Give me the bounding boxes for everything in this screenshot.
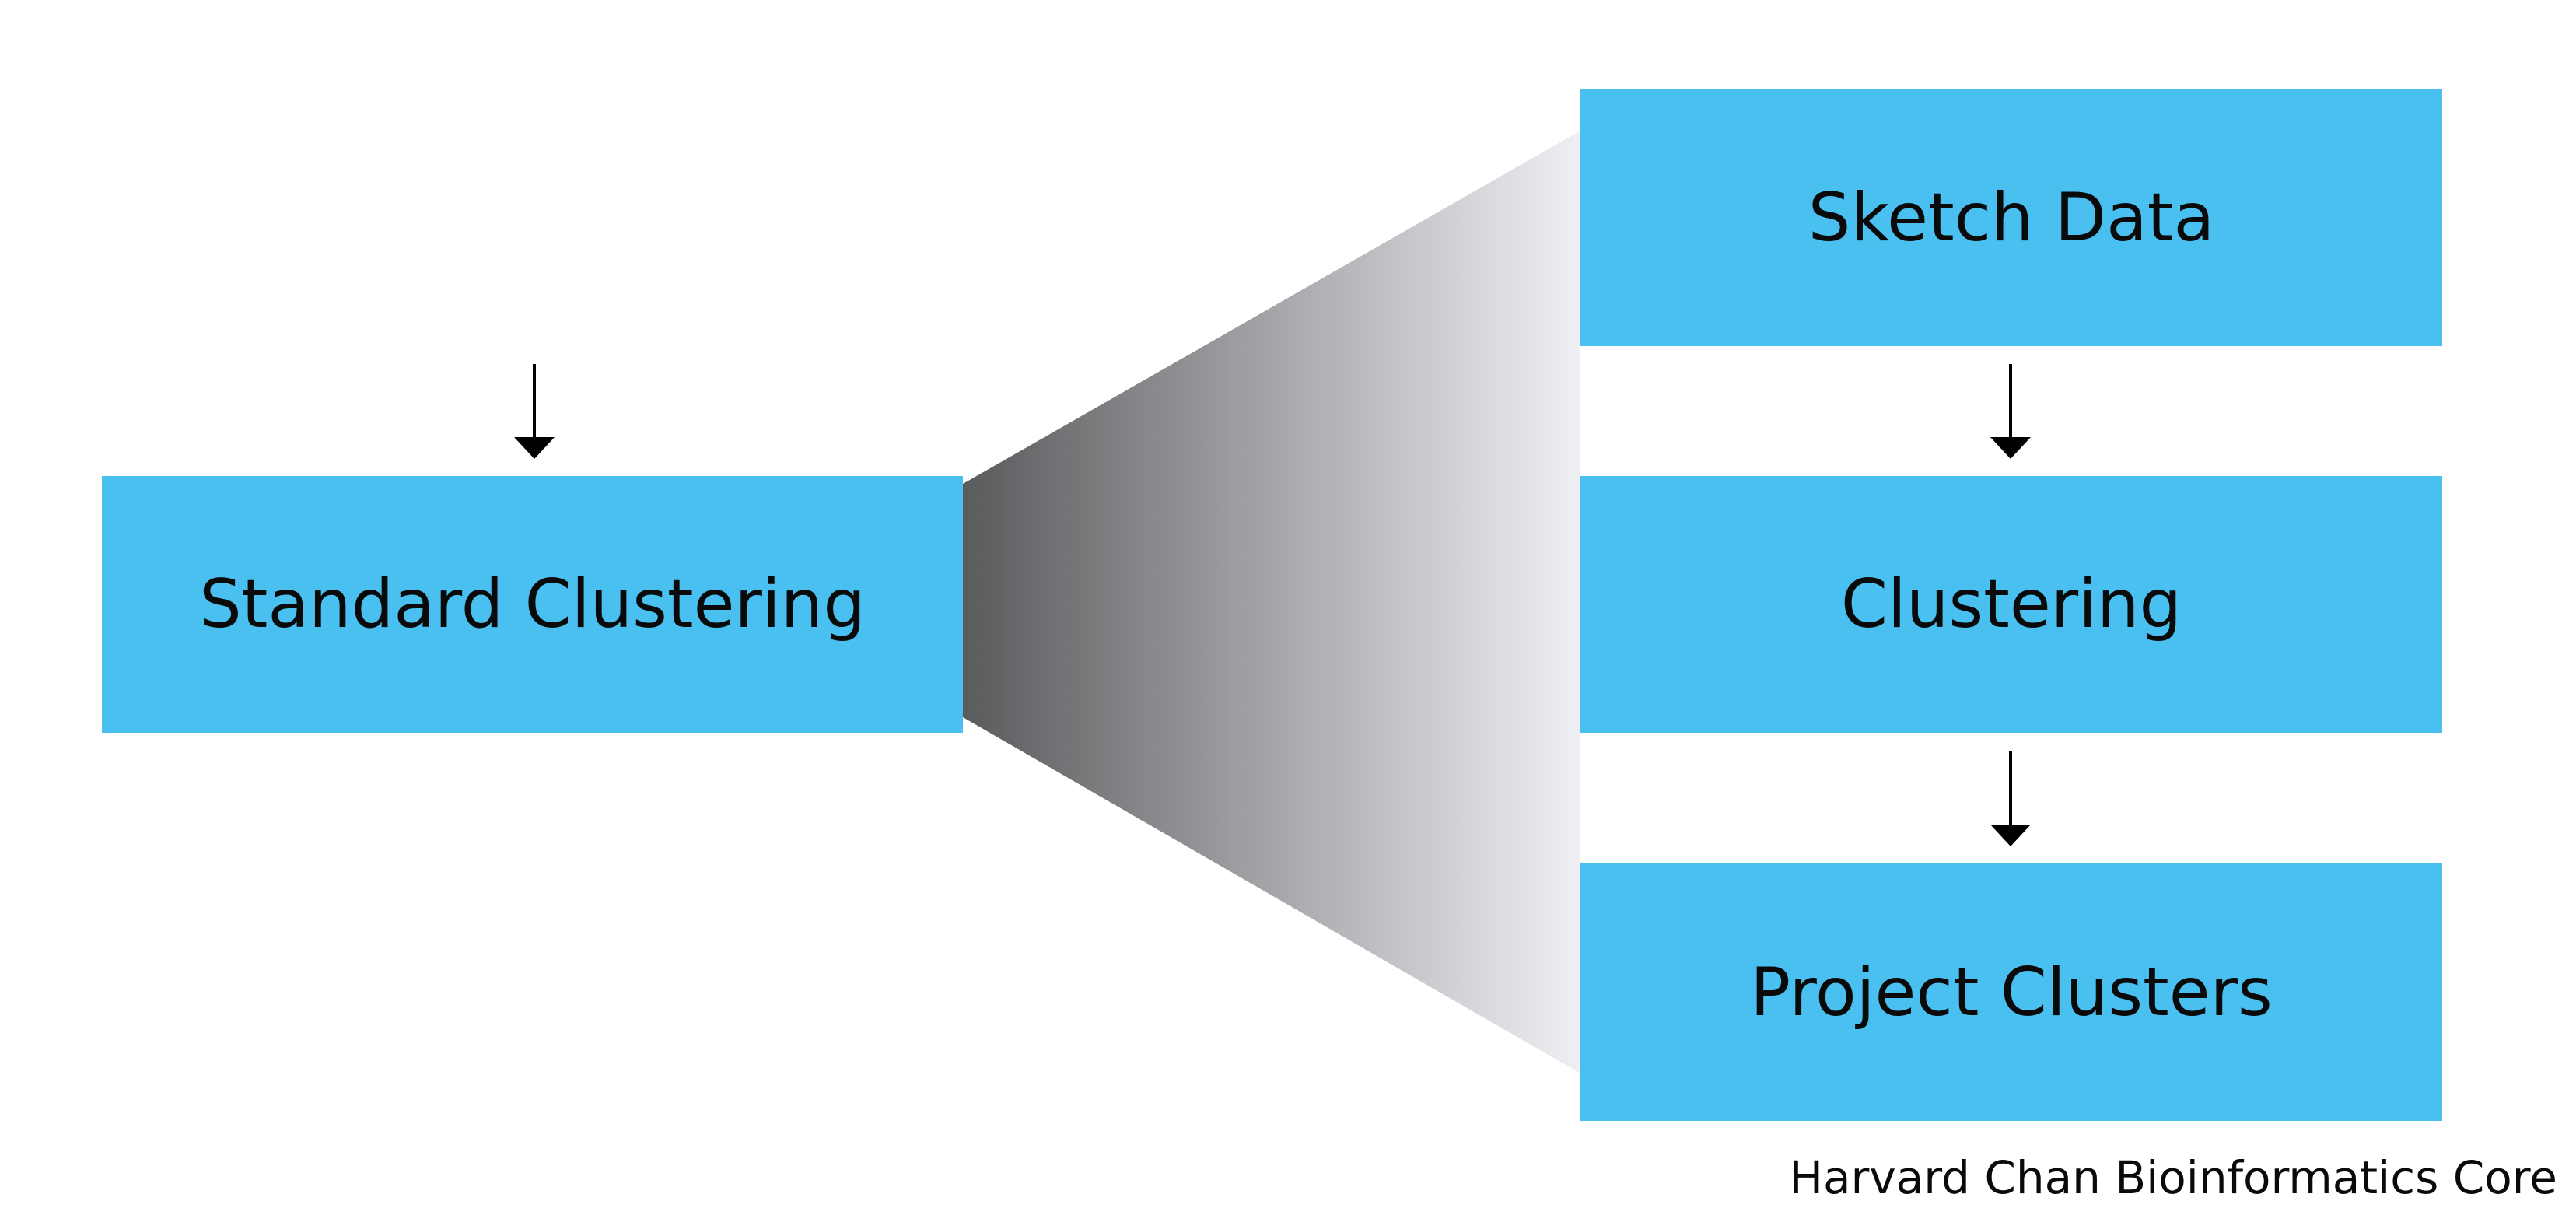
standard-clustering-box-bg	[102, 476, 963, 733]
clustering-box-bg	[1580, 476, 2442, 733]
standard-clustering-label: Standard Clustering	[199, 565, 866, 643]
clustering-label: Clustering	[1840, 565, 2182, 643]
zoom-funnel	[963, 131, 1580, 1073]
project-clusters-label: Project Clusters	[1750, 953, 2273, 1031]
arrow-clustering-to-project	[1990, 751, 2031, 846]
standard-clustering-box: Standard Clustering	[102, 476, 963, 733]
arrow-sketch-to-clustering	[1990, 364, 2031, 459]
sketch-data-box: Sketch Data	[1580, 89, 2442, 346]
clustering-box: Clustering	[1580, 476, 2442, 733]
sketch-data-label: Sketch Data	[1808, 178, 2215, 257]
project-clusters-box-bg	[1580, 863, 2442, 1121]
arrow-into-standard-clustering	[514, 364, 555, 459]
credit-text: Harvard Chan Bioinformatics Core	[1789, 1151, 2557, 1204]
sketch-data-box-bg	[1580, 89, 2442, 346]
project-clusters-box: Project Clusters	[1580, 863, 2442, 1121]
